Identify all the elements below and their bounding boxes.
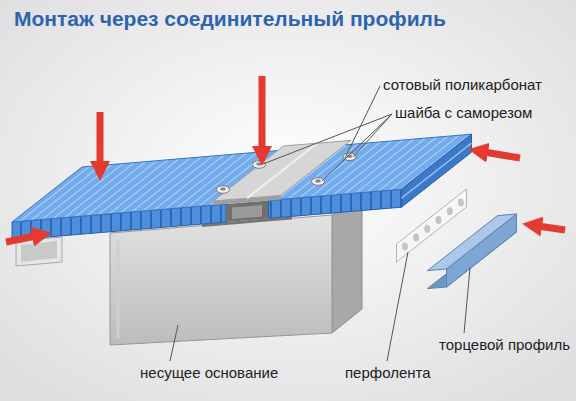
profile-channel: [226, 200, 269, 222]
part-label: несущее основание: [140, 364, 278, 382]
red-arrow: [484, 152, 520, 158]
screw-head: [256, 162, 262, 166]
profile-cap-front: [213, 195, 281, 205]
red-arrow: [6, 236, 36, 242]
screw-head: [315, 179, 321, 183]
end-profile-flange: [428, 214, 517, 271]
tape-holes: [402, 198, 464, 250]
red-arrow: [97, 112, 104, 165]
profile-section: [232, 205, 262, 219]
tape-hole: [424, 225, 430, 233]
tape-hole: [402, 242, 408, 250]
base-edge: [117, 240, 120, 338]
leader-line: [464, 268, 470, 333]
tape-hole: [447, 207, 453, 215]
diagram-title: Монтаж через соединительный профиль: [14, 6, 446, 31]
support-tube-hole: [21, 241, 57, 262]
washer-screw: [217, 153, 357, 193]
leader-line: [353, 114, 392, 157]
tape-hole: [413, 234, 419, 242]
tape-hole: [458, 198, 464, 206]
leader-line: [322, 114, 392, 181]
part-label: сотовый поликарбонат: [383, 76, 542, 94]
leader-line: [387, 252, 408, 361]
part-label: шайба с саморезом: [395, 104, 532, 122]
force-arrows: [6, 76, 565, 242]
panel-end-cell: [402, 143, 472, 198]
part-label: торцевой профиль: [439, 336, 570, 354]
profile-cap: [213, 140, 351, 201]
leader-line: [263, 114, 392, 164]
red-arrow: [259, 76, 266, 150]
washer: [217, 186, 230, 194]
profile-cap-ridge: [247, 143, 317, 198]
screw-head: [220, 187, 226, 191]
base-front: [110, 215, 332, 345]
washer: [253, 161, 266, 169]
washer: [312, 178, 325, 186]
leader-line: [170, 325, 178, 361]
part-label: перфолента: [345, 364, 431, 382]
tape-hole: [436, 216, 442, 224]
red-arrow: [538, 226, 565, 230]
